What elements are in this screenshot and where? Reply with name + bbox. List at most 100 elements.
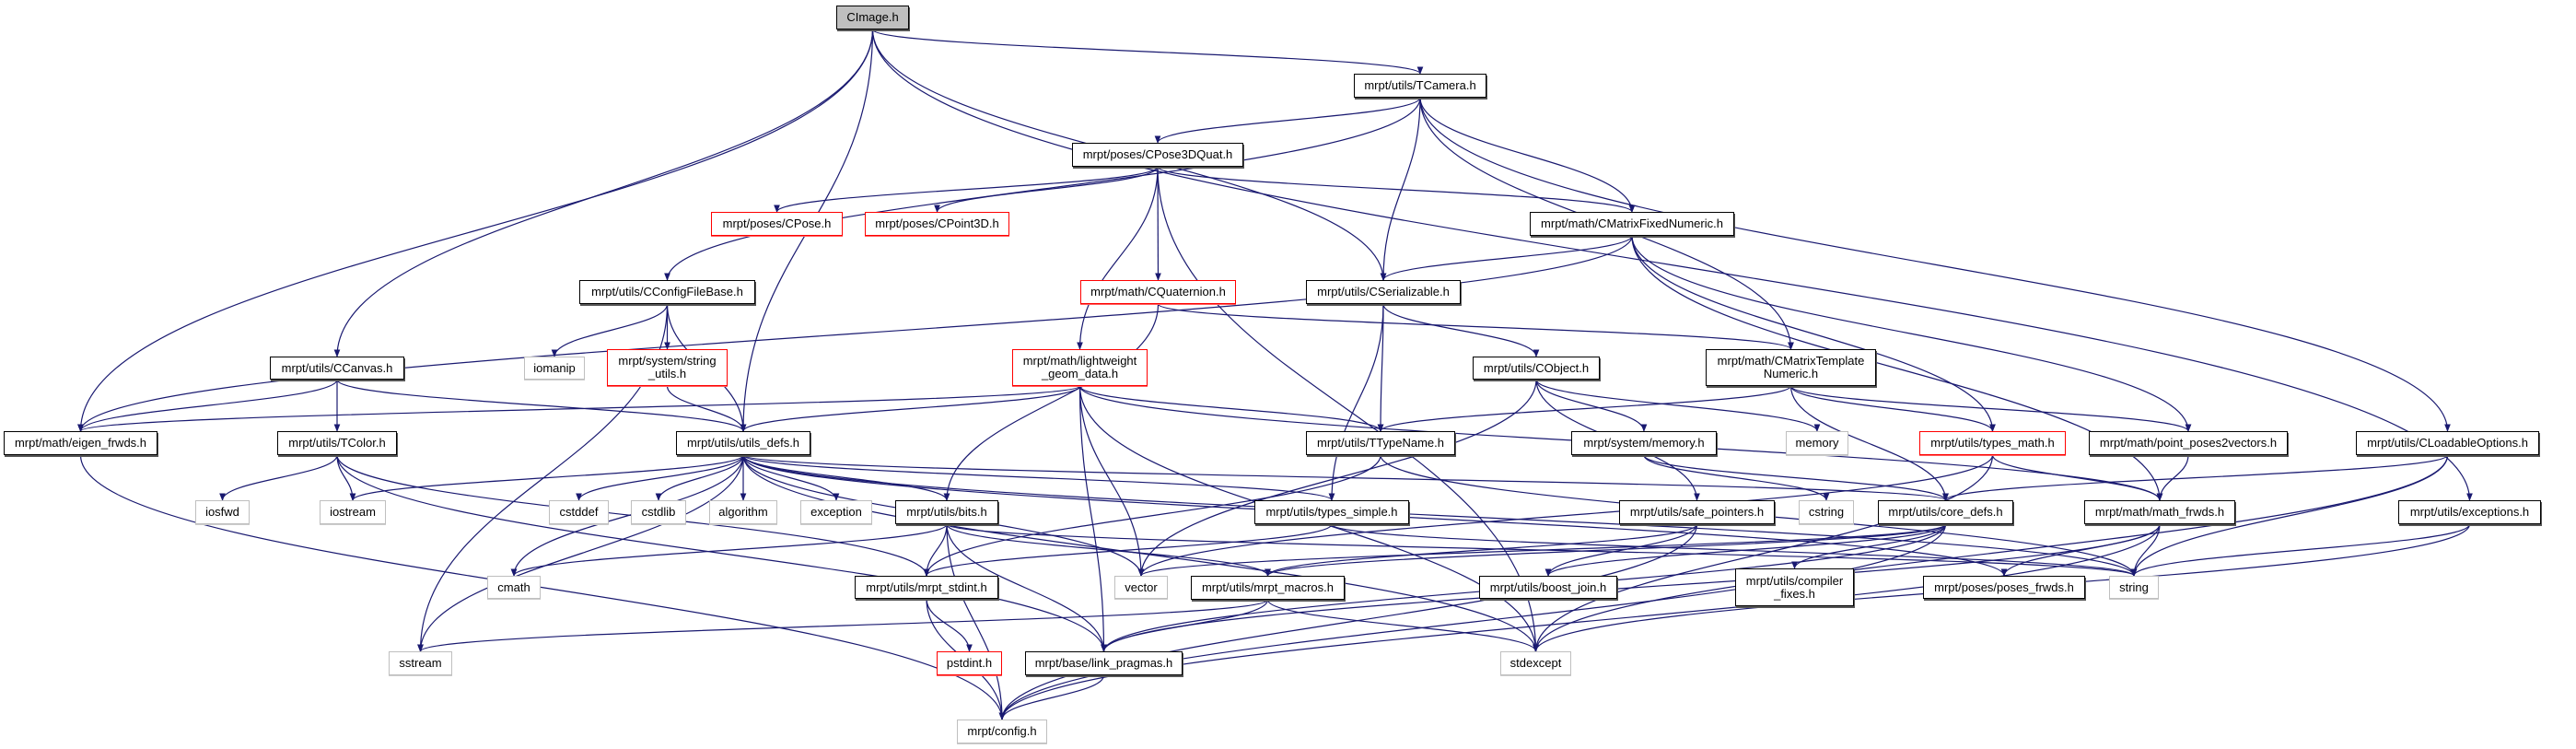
edge-cmatfixed-to-cserial <box>1380 235 1633 281</box>
node-cobject[interactable]: mrpt/utils/CObject.h <box>1473 357 1600 380</box>
edge-cmattpl-to-coredefs <box>1789 385 1949 501</box>
node-stdexcept: stdexcept <box>1500 651 1571 675</box>
edge-cmattpl-to-ttypename <box>1377 385 1792 432</box>
edge-tcamera-to-cserial <box>1380 97 1421 281</box>
node-typessimple[interactable]: mrpt/utils/types_simple.h <box>1254 500 1409 524</box>
edge-ccanvas-to-utilsdefs <box>336 379 747 432</box>
edge-cloadable-to-stdexcept <box>1533 454 2449 652</box>
node-label: mrpt/utils/boost_join.h <box>1489 579 1607 594</box>
node-cpose3dquat[interactable]: mrpt/poses/CPose3DQuat.h <box>1072 143 1243 167</box>
edge-coredefs-to-boostjoin <box>1544 523 1947 577</box>
node-cimage[interactable]: CImage.h <box>836 6 909 29</box>
edge-cquat-to-bits <box>943 303 1160 501</box>
edge-macros-to-sstream <box>417 599 1269 652</box>
edge-typesmath-to-stdexcept <box>1533 454 1994 652</box>
edge-cserial-to-ttypename <box>1377 303 1384 432</box>
node-vector: vector <box>1114 576 1168 599</box>
edge-utilsdefs-to-iostream <box>349 454 744 501</box>
node-cmatfixed[interactable]: mrpt/math/CMatrixFixedNumeric.h <box>1530 212 1734 236</box>
edge-bits-to-macros <box>946 523 1271 577</box>
node-cpose[interactable]: mrpt/poses/CPose.h <box>711 212 843 236</box>
edge-utilsdefs-to-cmath <box>510 454 744 577</box>
node-cstddef: cstddef <box>549 500 609 524</box>
edge-pp2v-to-mathfrwds <box>2156 454 2189 501</box>
node-label: CImage.h <box>846 10 899 24</box>
edge-stdint-to-pstdint <box>926 598 973 652</box>
node-label: mrpt/poses/CPoint3D.h <box>875 217 999 230</box>
node-cserial[interactable]: mrpt/utils/CSerializable.h <box>1306 280 1461 304</box>
node-mathfrwds[interactable]: mrpt/math/math_frwds.h <box>2084 500 2235 524</box>
node-coredefs[interactable]: mrpt/utils/core_defs.h <box>1878 500 2013 524</box>
node-pp2v[interactable]: mrpt/math/point_poses2vectors.h <box>2089 431 2288 455</box>
node-cpoint3d[interactable]: mrpt/poses/CPoint3D.h <box>865 212 1009 236</box>
node-tcamera[interactable]: mrpt/utils/TCamera.h <box>1354 74 1486 98</box>
edge-cmatfixed-to-eigen <box>77 235 1633 432</box>
node-ttypename[interactable]: mrpt/utils/TTypeName.h <box>1306 431 1455 455</box>
edge-cmattpl-to-typesmath <box>1789 385 1996 432</box>
node-label: iomanip <box>533 360 576 375</box>
node-compfixes[interactable]: mrpt/utils/compiler_fixes.h <box>1735 568 1854 606</box>
node-stdint[interactable]: mrpt/utils/mrpt_stdint.h <box>855 576 998 599</box>
node-lwgeom[interactable]: mrpt/math/lightweight_geom_data.h <box>1012 349 1148 386</box>
edge-utilsdefs-to-cstddef <box>576 454 744 501</box>
node-ccanvas[interactable]: mrpt/utils/CCanvas.h <box>270 357 404 380</box>
node-label: mrpt/utils/exceptions.h <box>2409 505 2530 519</box>
node-utilsdefs[interactable]: mrpt/utils/utils_defs.h <box>676 431 810 455</box>
node-label: mrpt/math/eigen_frwds.h <box>14 436 147 450</box>
edge-lwgeom-to-utilsdefs <box>740 385 1081 432</box>
edge-typessimple-to-string <box>1331 523 2138 577</box>
node-label: iosfwd <box>205 505 239 519</box>
edge-cpose3dquat-to-cpoint3d <box>934 166 1159 213</box>
node-strutils[interactable]: mrpt/system/string_utils.h <box>607 349 728 386</box>
edge-tcolor-to-linkpragmas <box>336 454 1107 652</box>
node-sysmemory[interactable]: mrpt/system/memory.h <box>1571 431 1717 455</box>
node-label: exception <box>810 505 862 519</box>
node-label: algorithm <box>718 505 768 519</box>
edge-ttypename-to-stdint <box>923 454 1381 577</box>
edge-tcolor-to-iosfwd <box>219 454 338 501</box>
node-tcolor[interactable]: mrpt/utils/TColor.h <box>277 431 397 455</box>
node-safeptr[interactable]: mrpt/utils/safe_pointers.h <box>1619 500 1775 524</box>
edge-utilsdefs-to-bits <box>742 454 950 501</box>
edge-cpose3dquat-to-cpose <box>774 166 1159 213</box>
edge-cpose3dquat-to-cquat <box>1155 166 1161 281</box>
node-exceptions[interactable]: mrpt/utils/exceptions.h <box>2398 500 2541 524</box>
node-typesmath[interactable]: mrpt/utils/types_math.h <box>1919 431 2066 455</box>
node-label: mrpt/utils/utils_defs.h <box>686 436 800 450</box>
edge-typesmath-to-mathfrwds <box>1991 454 2163 501</box>
node-linkpragmas[interactable]: mrpt/base/link_pragmas.h <box>1025 651 1183 675</box>
edge-sysmemory-to-coredefs <box>1643 454 1949 501</box>
node-eigen[interactable]: mrpt/math/eigen_frwds.h <box>4 431 157 455</box>
edge-utilsdefs-to-exception <box>742 454 840 501</box>
edge-typessimple-to-stdint <box>923 523 1333 577</box>
edge-safeptr-to-config <box>998 523 1698 720</box>
node-label: mrpt/utils/bits.h <box>906 505 987 519</box>
node-label: cstdlib <box>641 505 676 519</box>
node-label: cstddef <box>559 505 599 519</box>
edge-bits-to-cmath <box>510 523 948 577</box>
node-label: mrpt/math/lightweight <box>1022 354 1137 368</box>
edge-safeptr-to-macros <box>1265 523 1698 577</box>
node-boostjoin[interactable]: mrpt/utils/boost_join.h <box>1479 576 1617 599</box>
edge-safeptr-to-boostjoin <box>1544 523 1698 577</box>
node-cloadable[interactable]: mrpt/utils/CLoadableOptions.h <box>2356 431 2539 455</box>
node-cquat[interactable]: mrpt/math/CQuaternion.h <box>1080 280 1236 304</box>
node-pstdint[interactable]: pstdint.h <box>937 651 1002 675</box>
node-posesfrwds[interactable]: mrpt/poses/poses_frwds.h <box>1923 576 2085 599</box>
edge-coredefs-to-vector <box>1137 523 1947 577</box>
edge-tcolor-to-iostream <box>336 454 356 501</box>
edge-lwgeom-to-eigen <box>77 385 1081 432</box>
edge-typesmath-to-vector <box>1137 454 1994 577</box>
node-bits[interactable]: mrpt/utils/bits.h <box>895 500 998 524</box>
node-label: mrpt/utils/types_simple.h <box>1265 505 1398 519</box>
node-label: mrpt/utils/TColor.h <box>288 436 386 450</box>
edge-macros-to-stdexcept <box>1266 599 1539 652</box>
edge-cimage-to-exceptions <box>871 29 2473 501</box>
edge-cpose3dquat-to-lwgeom <box>1077 166 1159 350</box>
node-label: cstring <box>1808 505 1845 519</box>
node-macros[interactable]: mrpt/utils/mrpt_macros.h <box>1191 576 1345 600</box>
node-cconfig[interactable]: mrpt/utils/CConfigFileBase.h <box>579 280 755 304</box>
edge-coredefs-to-config <box>998 523 1947 720</box>
node-cmath: cmath <box>487 576 541 599</box>
